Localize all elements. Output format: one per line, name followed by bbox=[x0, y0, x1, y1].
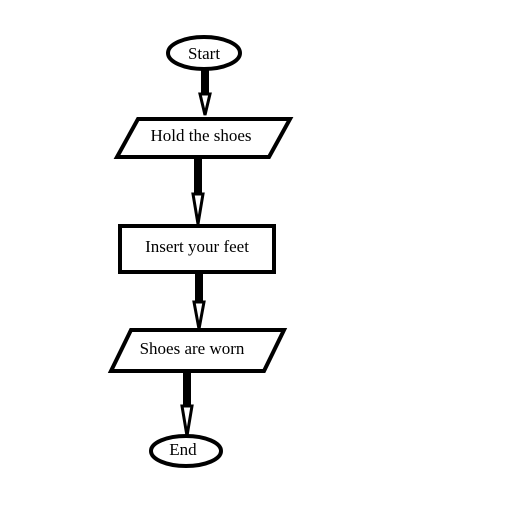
hold-input-shape bbox=[113, 117, 294, 159]
worn-input-shape bbox=[107, 328, 288, 373]
start-terminator-shape bbox=[166, 35, 242, 71]
start-label: Start bbox=[188, 44, 220, 63]
edge-start-to-hold bbox=[198, 69, 212, 116]
node-insert-your-feet: Insert your feet bbox=[118, 224, 276, 274]
insert-label: Insert your feet bbox=[145, 237, 249, 256]
edge-insert-to-worn bbox=[192, 273, 206, 330]
node-hold-the-shoes: Hold the shoes bbox=[113, 117, 294, 159]
worn-label: Shoes are worn bbox=[140, 339, 245, 358]
end-terminator-shape bbox=[149, 434, 223, 468]
node-start: Start bbox=[166, 35, 242, 71]
node-end: End bbox=[149, 434, 223, 468]
node-shoes-are-worn: Shoes are worn bbox=[107, 328, 288, 373]
hold-label: Hold the shoes bbox=[150, 126, 251, 145]
insert-process-shape bbox=[118, 224, 276, 274]
end-label: End bbox=[169, 440, 197, 459]
edge-worn-to-end bbox=[180, 372, 194, 437]
edge-hold-to-insert bbox=[191, 158, 205, 225]
